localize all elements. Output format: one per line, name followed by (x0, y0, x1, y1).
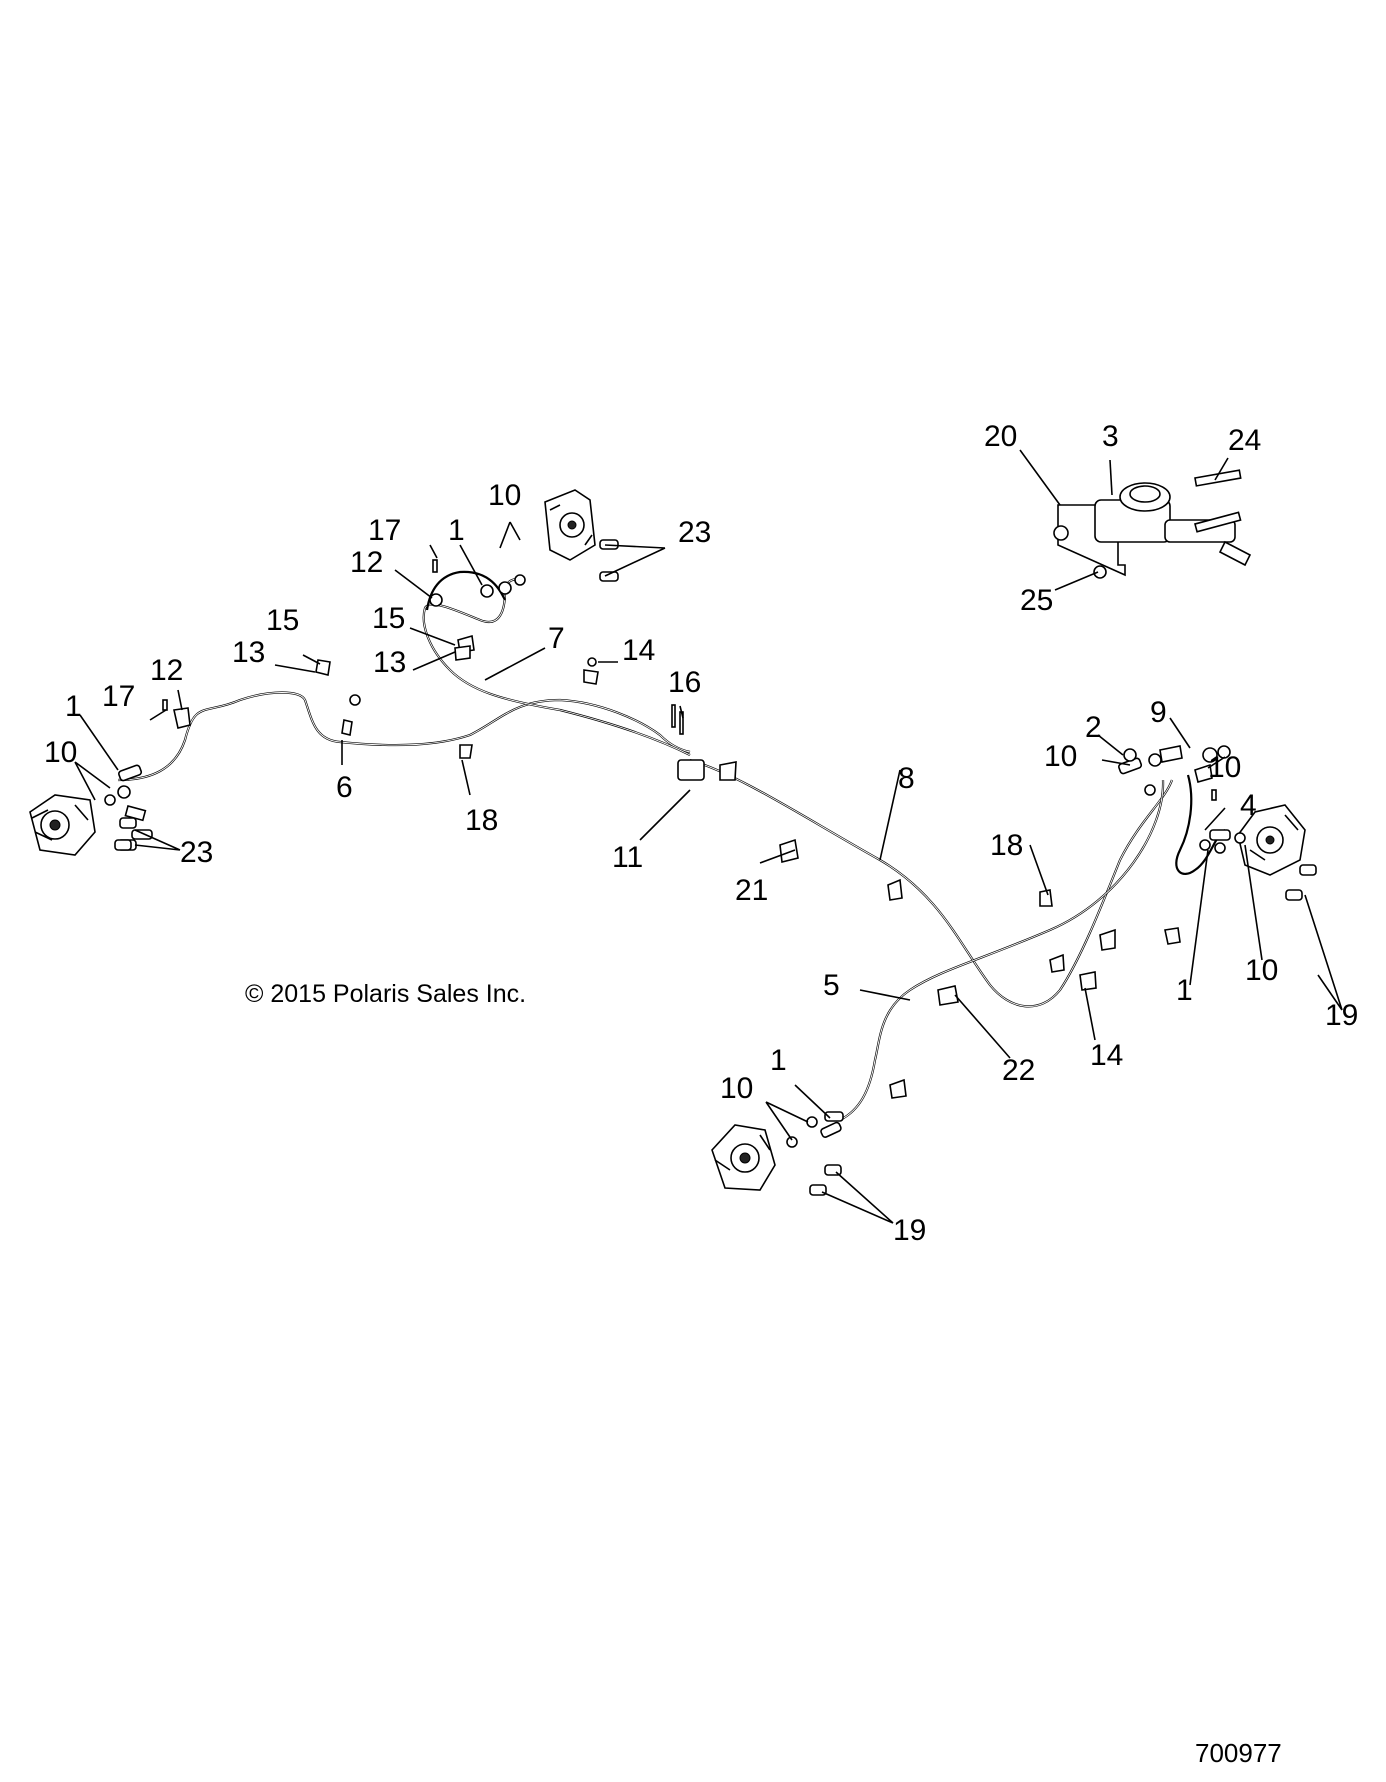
caliper-right (1237, 804, 1306, 876)
callout-8: 8 (898, 762, 915, 795)
callout-14: 14 (622, 634, 655, 667)
copyright-notice: © 2015 Polaris Sales Inc. (245, 980, 526, 1008)
callout-1: 1 (1176, 974, 1193, 1007)
callout-2: 2 (1085, 711, 1102, 744)
callout-15: 15 (372, 602, 405, 635)
callout-5: 5 (823, 969, 840, 1002)
brake-line-4 (1175, 774, 1226, 875)
callout-20: 20 (984, 420, 1017, 453)
caliper-left (29, 794, 96, 856)
callout-10: 10 (1208, 751, 1241, 784)
callout-17: 17 (102, 680, 135, 713)
bolt-24-lower (1194, 511, 1242, 533)
callout-7: 7 (548, 622, 565, 655)
callout-14: 14 (1090, 1039, 1123, 1072)
callout-21: 21 (735, 874, 768, 907)
nut-25 (1093, 565, 1107, 579)
callout-18: 18 (465, 804, 498, 837)
callout-12: 12 (350, 546, 383, 579)
callout-10: 10 (720, 1072, 753, 1105)
callout-10: 10 (1245, 954, 1278, 987)
caliper-upper (544, 489, 596, 561)
leader-lines (74, 449, 1343, 1224)
callout-23: 23 (678, 516, 711, 549)
brake-hoses (117, 570, 1226, 1121)
callout-18: 18 (990, 829, 1023, 862)
callout-15: 15 (266, 604, 299, 637)
callout-16: 16 (668, 666, 701, 699)
callout-23: 23 (180, 836, 213, 869)
callout-numbers: 3 24 20 25 10 17 1 12 23 15 13 7 14 15 1… (44, 420, 1358, 1247)
nut-25-left (1053, 525, 1069, 541)
callout-25: 25 (1020, 584, 1053, 617)
callout-17: 17 (368, 514, 401, 547)
callout-13: 13 (373, 646, 406, 679)
bolt-24-upper (1194, 469, 1242, 487)
callout-11: 11 (612, 841, 643, 874)
callout-22: 22 (1002, 1054, 1035, 1087)
fittings-and-clips (104, 539, 1317, 1196)
callout-19: 19 (1325, 999, 1358, 1032)
document-number: 700977 (1195, 1738, 1282, 1768)
callout-24: 24 (1228, 424, 1261, 457)
callout-9: 9 (1150, 696, 1167, 729)
brake-line-6 (117, 691, 691, 782)
callout-12: 12 (150, 654, 183, 687)
callout-3: 3 (1102, 420, 1119, 453)
callout-13: 13 (232, 636, 265, 669)
caliper-lower (711, 1124, 776, 1191)
callout-1: 1 (65, 690, 82, 723)
callout-10: 10 (1044, 740, 1077, 773)
callout-4: 4 (1240, 789, 1257, 822)
callout-6: 6 (336, 771, 353, 804)
master-cylinder-assembly (1053, 469, 1252, 579)
callout-1: 1 (770, 1044, 787, 1077)
pushrod-boot (1218, 540, 1252, 567)
callout-1: 1 (448, 514, 465, 547)
callout-10: 10 (44, 736, 77, 769)
callout-10: 10 (488, 479, 521, 512)
callout-19: 19 (893, 1214, 926, 1247)
